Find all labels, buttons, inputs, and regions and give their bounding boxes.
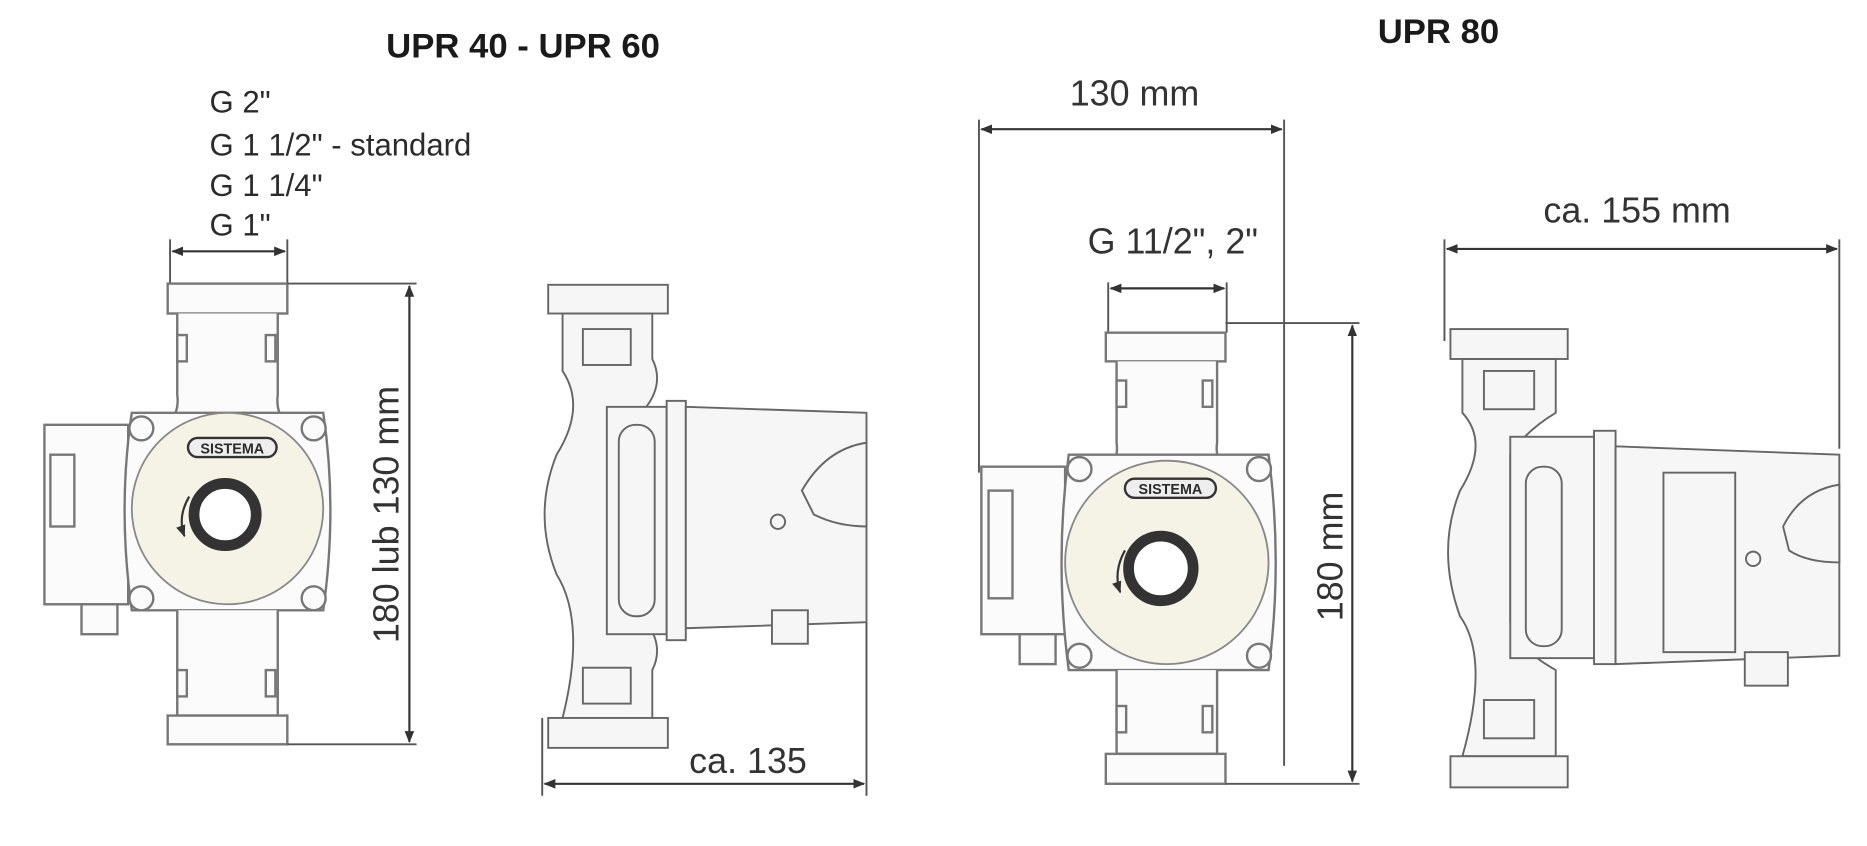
thread-option: G 1 1/2" - standard	[210, 128, 472, 163]
thread-option: G 1 1/4"	[210, 168, 323, 203]
width-dimension-label: 130 mm	[1070, 73, 1200, 113]
brand-logo: SISTEMA	[1139, 482, 1203, 498]
thread-dimension-label: G 11/2", 2"	[1088, 222, 1258, 262]
depth-dimension-label: ca. 155 mm	[1543, 191, 1730, 231]
upr40-60-group: UPR 40 - UPR 60 G 2" G 1 1/2" - standard…	[43, 27, 868, 796]
height-dimension-label: 180 lub 130 mm	[367, 386, 407, 643]
pump-front-view: SISTEMA	[43, 282, 332, 746]
pump-side-view	[1447, 328, 1841, 789]
pump-front-view: SISTEMA	[980, 331, 1277, 785]
depth-dimension-label: ca. 135	[689, 741, 807, 781]
title-upr40-60: UPR 40 - UPR 60	[386, 27, 660, 65]
brand-logo: SISTEMA	[200, 442, 264, 458]
height-dimension-label: 180 mm	[1311, 492, 1351, 622]
pump-side-view	[543, 283, 868, 749]
upr80-group: UPR 80 130 mm G 11/2", 2" SISTEMA	[978, 13, 1841, 789]
title-upr80: UPR 80	[1378, 13, 1499, 51]
thread-option: G 1"	[210, 208, 271, 243]
thread-option: G 2"	[210, 84, 271, 119]
